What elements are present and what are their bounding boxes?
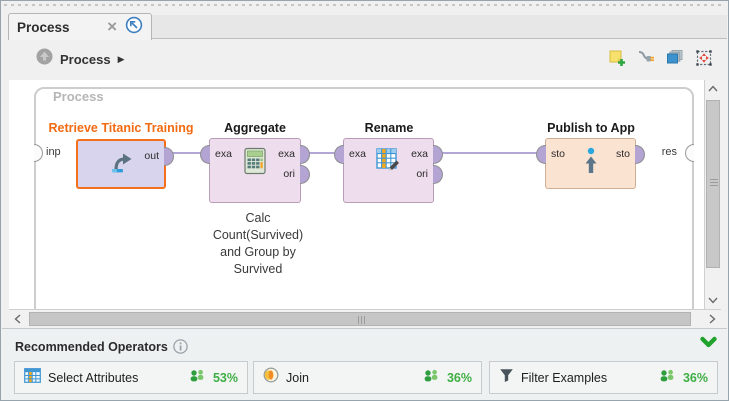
connection-aggregate-rename[interactable] <box>305 152 347 154</box>
port-label: out <box>144 150 159 162</box>
collapse-chevron-icon[interactable] <box>699 335 718 355</box>
operator-aggregate[interactable]: exa exa ori <box>200 138 310 203</box>
select-attributes-icon <box>24 367 41 388</box>
port-label: exa <box>411 148 428 160</box>
operator-publish-to-app[interactable]: sto sto <box>536 138 645 189</box>
recommendation-select-attributes[interactable]: Select Attributes 53% <box>14 361 248 394</box>
add-annotation-icon[interactable] <box>608 49 626 72</box>
users-icon <box>423 369 440 387</box>
retrieve-icon <box>78 149 164 177</box>
close-icon[interactable]: × <box>107 17 117 36</box>
recommendation-filter-examples[interactable]: Filter Examples 36% <box>489 361 718 394</box>
users-icon <box>659 369 676 387</box>
operator-label: Retrieve Titanic Training <box>48 121 194 135</box>
process-toolbar: Process ▶ <box>2 40 727 80</box>
horizontal-scrollbar-thumb[interactable] <box>29 312 691 326</box>
annotation-line: and Group by <box>220 245 296 259</box>
undock-arrow-icon[interactable] <box>125 16 143 39</box>
operator-label: Publish to App <box>547 121 635 135</box>
join-icon <box>263 367 279 388</box>
recommendation-label: Select Attributes <box>48 370 139 385</box>
port-label: exa <box>278 148 295 160</box>
process-canvas[interactable]: Process inp res Retrieve Titanic Trainin… <box>9 80 704 309</box>
process-result-port-label: res <box>661 146 677 158</box>
port-label: exa <box>215 148 232 160</box>
tab-title: Process <box>17 19 70 35</box>
recommended-operators-panel: Recommended Operators Select Attributes <box>2 328 727 400</box>
operator-label: Aggregate <box>224 121 286 135</box>
breadcrumb[interactable]: Process ▶ <box>36 48 125 70</box>
users-icon <box>189 369 206 387</box>
panel-title: Recommended Operators <box>15 340 168 354</box>
recommendation-percent: 36% <box>446 370 472 385</box>
port-label: ori <box>283 168 295 180</box>
port-label: ori <box>416 168 428 180</box>
scroll-up-button[interactable] <box>705 80 721 97</box>
toolbar-icons <box>608 49 713 72</box>
thumb-grip <box>358 316 367 324</box>
process-input-port-label: inp <box>46 146 61 158</box>
operator-retrieve-titanic-training[interactable]: out <box>76 139 174 189</box>
connection-retrieve-aggregate[interactable] <box>169 152 214 154</box>
dock-dotted-edge <box>4 3 725 6</box>
aggregate-icon <box>210 147 300 175</box>
info-icon[interactable] <box>173 339 188 359</box>
fit-selection-icon[interactable] <box>695 49 713 72</box>
scroll-down-button[interactable] <box>705 292 721 309</box>
filter-icon <box>499 368 514 388</box>
vertical-scrollbar[interactable] <box>704 80 721 309</box>
annotation-line: Survived <box>233 262 283 276</box>
operator-rename[interactable]: exa exa ori <box>334 138 443 203</box>
rename-icon <box>344 147 433 174</box>
scroll-left-button[interactable] <box>9 311 26 327</box>
recommendation-percent: 36% <box>682 370 708 385</box>
thumb-grip <box>710 179 718 188</box>
breadcrumb-caret-icon[interactable]: ▶ <box>117 53 125 64</box>
annotation-line: Count(Survived) <box>212 228 304 242</box>
tab-strip <box>152 15 727 39</box>
recommendation-label: Join <box>286 370 309 385</box>
process-up-icon[interactable] <box>36 48 53 70</box>
connection-rename-publish[interactable] <box>438 152 550 154</box>
operator-label: Rename <box>364 121 414 135</box>
recommendation-join[interactable]: Join 36% <box>253 361 482 394</box>
scroll-right-button[interactable] <box>704 311 721 327</box>
port-label: sto <box>551 148 566 160</box>
vertical-scrollbar-thumb[interactable] <box>706 100 720 268</box>
breadcrumb-label[interactable]: Process <box>60 51 111 67</box>
publish-icon <box>546 147 635 177</box>
horizontal-scrollbar[interactable] <box>9 309 721 328</box>
surface-label: Process <box>53 89 104 104</box>
process-surface[interactable] <box>34 87 694 309</box>
port-label: sto <box>615 148 630 160</box>
tab-process[interactable]: Process × <box>8 13 152 40</box>
copy-layers-icon[interactable] <box>666 49 684 72</box>
annotation-line: Calc <box>245 211 271 225</box>
recommendation-percent: 53% <box>212 370 238 385</box>
recommendation-label: Filter Examples <box>521 370 608 385</box>
port-label: exa <box>349 148 366 160</box>
workflow-annotation[interactable]: Calc Count(Survived) and Group by Surviv… <box>184 210 332 278</box>
auto-wire-icon[interactable] <box>637 49 655 72</box>
